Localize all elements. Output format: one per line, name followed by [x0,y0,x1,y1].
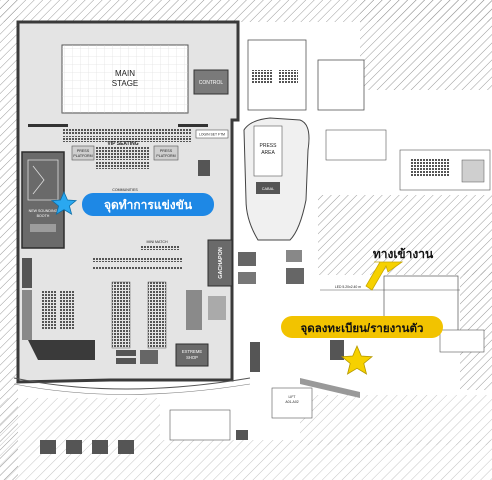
svg-text:MINI MATCH: MINI MATCH [146,240,167,244]
svg-text:PRESS: PRESS [260,143,278,149]
svg-text:BOOTH: BOOTH [37,214,50,218]
right-side-rooms: LED 5.20x2.40 m LIFT A01-A02 [238,39,491,419]
press-area: PRESS AREA CABAL [243,117,310,241]
press-platform-right: PRESS PLATFORM [153,145,179,161]
svg-text:LOGIN SET FTM: LOGIN SET FTM [199,133,225,137]
svg-text:CABAL: CABAL [262,187,274,191]
star-icon [50,191,78,216]
svg-text:SHOP: SHOP [186,355,198,360]
svg-text:PLATFORM: PLATFORM [73,154,92,158]
registration-point-callout: จุดลงทะเบียน/รายงานตัว [281,316,443,338]
vip-seating-label: VIP SEATING [107,141,138,147]
seating-rows [28,124,208,169]
entrance-arrow-icon [365,261,404,291]
control-label: CONTROL [199,80,224,86]
competition-point-label: จุดทำการแข่งขัน [104,198,193,213]
lower-hall-tables [22,258,226,364]
login-set-ftm: LOGIN SET FTM [195,129,229,176]
star-icon [340,344,374,375]
svg-text:GACHAPON: GACHAPON [218,247,224,279]
svg-text:EXTREME: EXTREME [182,349,202,354]
control-booth: CONTROL [193,69,229,95]
press-platform-left: PRESS PLATFORM [71,145,95,161]
main-stage-label-line1: MAIN [115,69,135,78]
gachapon-booth: GACHAPON [207,239,233,287]
bottom-booths [40,409,248,454]
svg-text:PLATFORM: PLATFORM [156,154,175,158]
svg-text:LED 5.20x2.40 m: LED 5.20x2.40 m [335,285,361,289]
svg-text:COMMUNITIES: COMMUNITIES [112,188,138,192]
svg-text:PRESS: PRESS [160,149,173,153]
main-stage-label-line2: STAGE [112,79,139,88]
main-stage: MAIN STAGE [61,44,189,114]
svg-text:PRESS: PRESS [77,149,90,153]
competition-point-callout: จุดทำการแข่งขัน [82,193,214,216]
entrance-label: ทางเข้างาน [373,247,434,261]
extreme-shop: EXTREME SHOP [175,343,209,367]
svg-text:NEW SOUNDING: NEW SOUNDING [29,209,58,213]
svg-text:A01-A02: A01-A02 [285,400,298,404]
mini-match-area: MINI MATCH [92,240,182,270]
registration-point-label: จุดลงทะเบียน/รายงานตัว [301,322,424,336]
svg-text:AREA: AREA [261,150,275,156]
svg-text:LIFT: LIFT [289,395,296,399]
